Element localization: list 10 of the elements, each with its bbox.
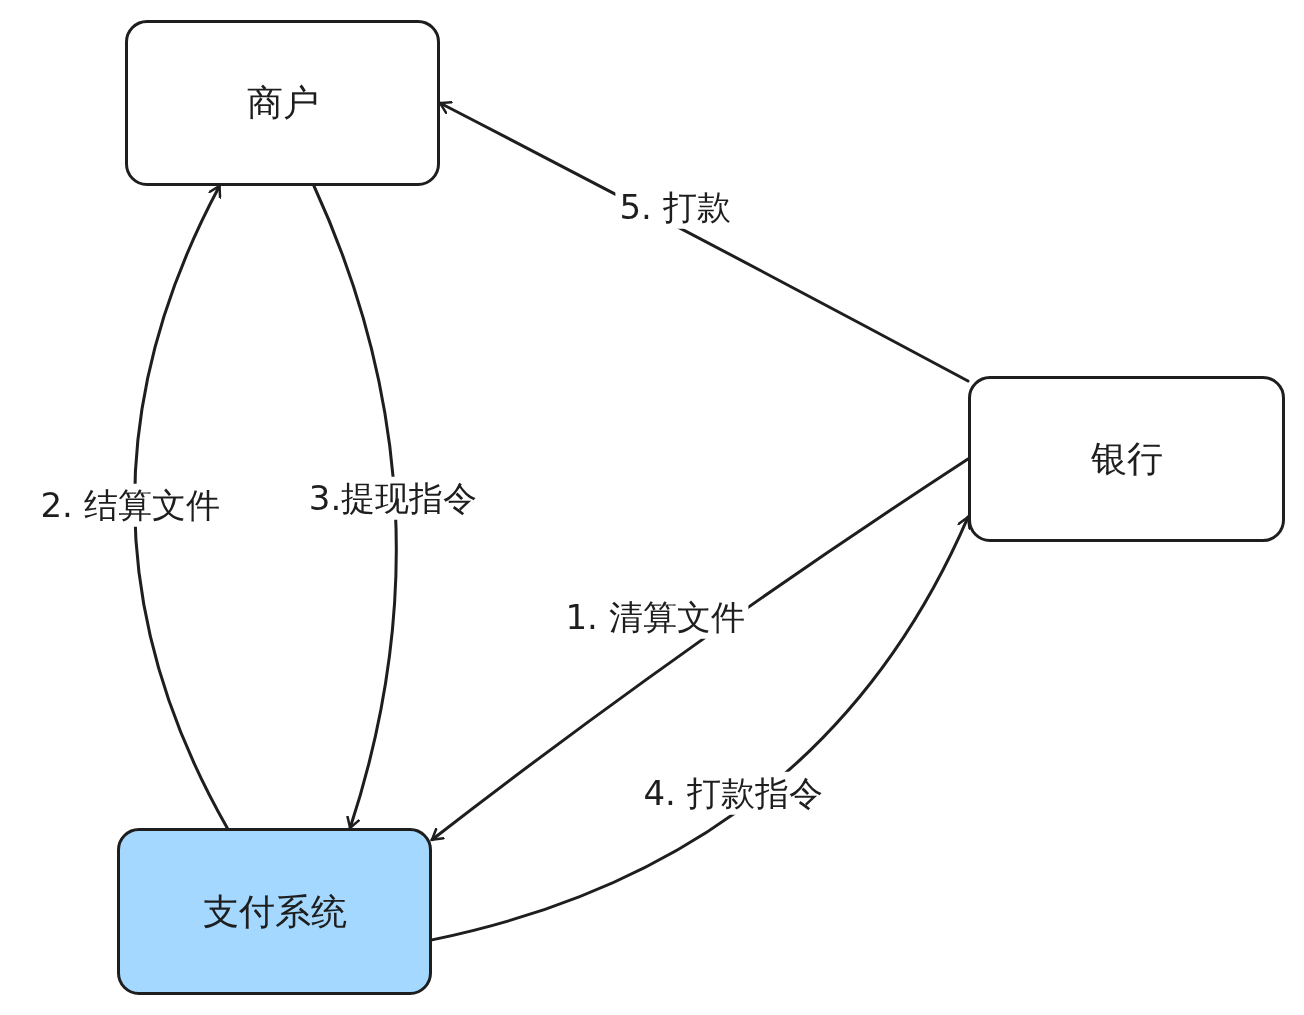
arrow <box>430 457 970 842</box>
arrow <box>430 515 971 942</box>
node-label: 银行 <box>1090 437 1163 481</box>
arrow <box>133 184 229 830</box>
arrow <box>312 184 398 830</box>
node-label: 支付系统 <box>202 889 347 934</box>
process-box <box>968 376 1285 542</box>
node-label: 商户 <box>246 81 319 125</box>
process-box <box>125 20 440 186</box>
process-box <box>117 828 432 995</box>
